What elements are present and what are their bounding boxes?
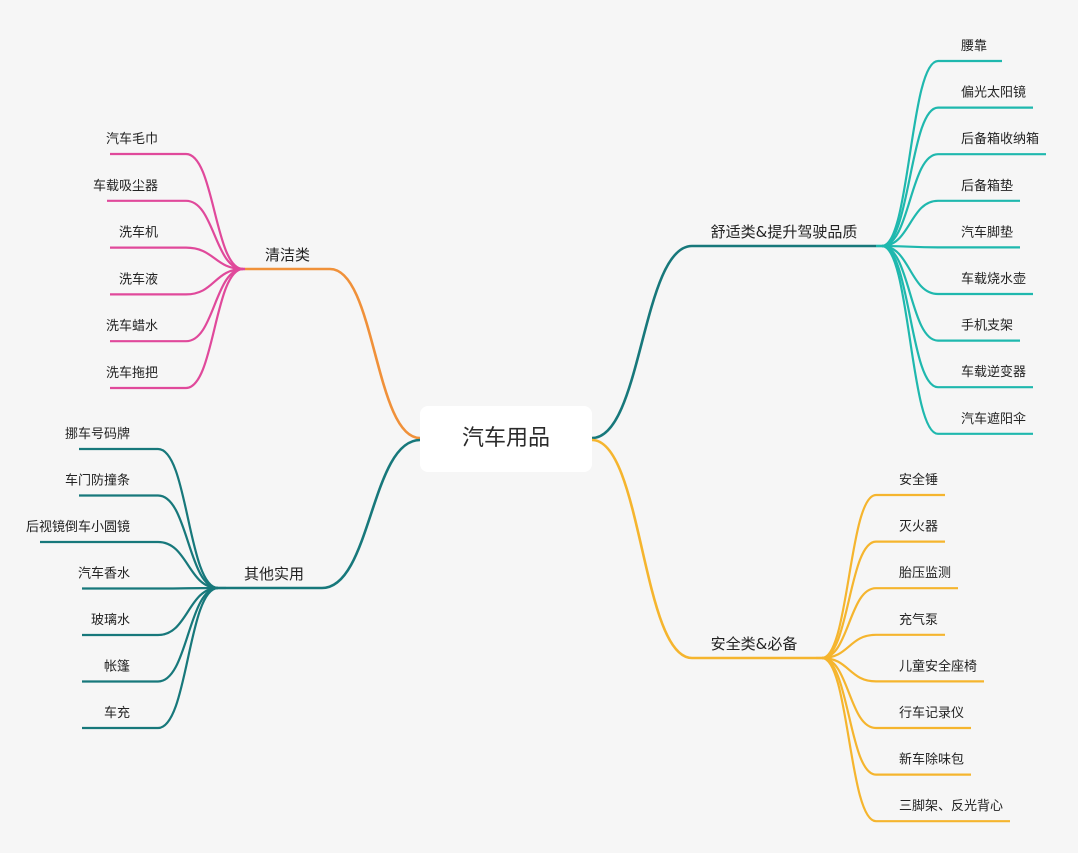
leaf-label[interactable]: 行车记录仪 (899, 705, 964, 721)
leaf-label[interactable]: 手机支架 (961, 319, 1013, 334)
root-node-label: 汽车用品 (461, 426, 550, 451)
leaf-connector (881, 59, 939, 248)
leaf-label[interactable]: 汽车脚垫 (961, 224, 1013, 240)
leaf-label[interactable]: 车载逆变器 (961, 364, 1026, 380)
leaf-connector (821, 540, 877, 660)
leaf-label[interactable]: 安全锤 (899, 472, 938, 488)
leaf-connector (185, 246, 244, 271)
leaf-label[interactable]: 挪车号码牌 (65, 426, 130, 442)
leaf-connector (185, 267, 244, 296)
leaf-connector (157, 586, 219, 683)
branch-comfort: 舒适类&提升驾驶品质 腰靠偏光太阳镜后备箱收纳箱后备箱垫汽车脚垫车载烧水壶手机支架… (591, 39, 1046, 440)
leaf-connector (881, 153, 939, 248)
leaf-connector (821, 656, 877, 823)
leaf-connector (881, 244, 939, 389)
leaf-connector (821, 633, 877, 660)
leaf-label[interactable]: 后备箱垫 (961, 178, 1013, 194)
branch-connector (591, 244, 693, 440)
leaf-label[interactable]: 后视镜倒车小圆镜 (26, 519, 130, 535)
leaf-connector (185, 267, 244, 390)
branch-label[interactable]: 其他实用 (244, 565, 304, 583)
leaf-connector (185, 152, 244, 271)
leaf-label[interactable]: 三脚架、反光背心 (899, 798, 1003, 814)
leaf-connector (157, 494, 219, 590)
leaf-label[interactable]: 汽车毛巾 (106, 131, 158, 147)
leaf-connector (157, 586, 219, 730)
leaf-label[interactable]: 充气泵 (899, 612, 938, 628)
leaf-connector (157, 586, 219, 590)
leaf-label[interactable]: 帐篷 (104, 660, 130, 675)
leaf-label[interactable]: 胎压监测 (899, 566, 951, 581)
leaf-label[interactable]: 车载烧水壶 (961, 271, 1026, 287)
branch-label[interactable]: 清洁类 (265, 246, 310, 264)
branch-label[interactable]: 安全类&必备 (711, 635, 798, 653)
leaf-label[interactable]: 后备箱收纳箱 (961, 131, 1039, 147)
branch-label[interactable]: 舒适类&提升驾驶品质 (711, 223, 858, 241)
leaf-connector (821, 656, 877, 776)
leaf-connector (881, 106, 939, 248)
leaf-connector (821, 587, 877, 660)
leaf-connector (185, 199, 244, 271)
leaf-label[interactable]: 腰靠 (961, 39, 987, 54)
leaf-connector (157, 586, 219, 637)
branch-connector (321, 438, 421, 590)
leaf-label[interactable]: 车载吸尘器 (93, 178, 158, 194)
leaf-label[interactable]: 车充 (104, 705, 130, 721)
branch-safety: 安全类&必备 安全锤灭火器胎压监测充气泵儿童安全座椅行车记录仪新车除味包三脚架、反… (591, 438, 1010, 823)
leaf-label[interactable]: 车门防撞条 (65, 473, 130, 489)
branch-connector (591, 438, 693, 660)
leaf-label[interactable]: 洗车拖把 (106, 365, 158, 381)
leaf-connector (881, 199, 939, 248)
leaf-label[interactable]: 汽车遮阳伞 (961, 411, 1026, 427)
leaf-label[interactable]: 汽车香水 (78, 566, 130, 582)
branch-connector (329, 267, 421, 440)
leaf-connector (821, 493, 877, 660)
leaf-connector (881, 244, 939, 435)
leaf-label[interactable]: 偏光太阳镜 (961, 86, 1026, 101)
leaf-connector (157, 540, 219, 590)
leaf-connector (157, 447, 219, 590)
leaf-label[interactable]: 洗车液 (119, 271, 158, 287)
leaf-label[interactable]: 儿童安全座椅 (899, 658, 977, 674)
leaf-label[interactable]: 洗车蜡水 (106, 318, 158, 334)
leaf-label[interactable]: 洗车机 (119, 225, 158, 241)
root-node[interactable] (420, 406, 592, 472)
leaf-label[interactable]: 灭火器 (899, 520, 938, 535)
leaf-label[interactable]: 玻璃水 (91, 613, 130, 628)
leaf-label[interactable]: 新车除味包 (899, 752, 964, 768)
